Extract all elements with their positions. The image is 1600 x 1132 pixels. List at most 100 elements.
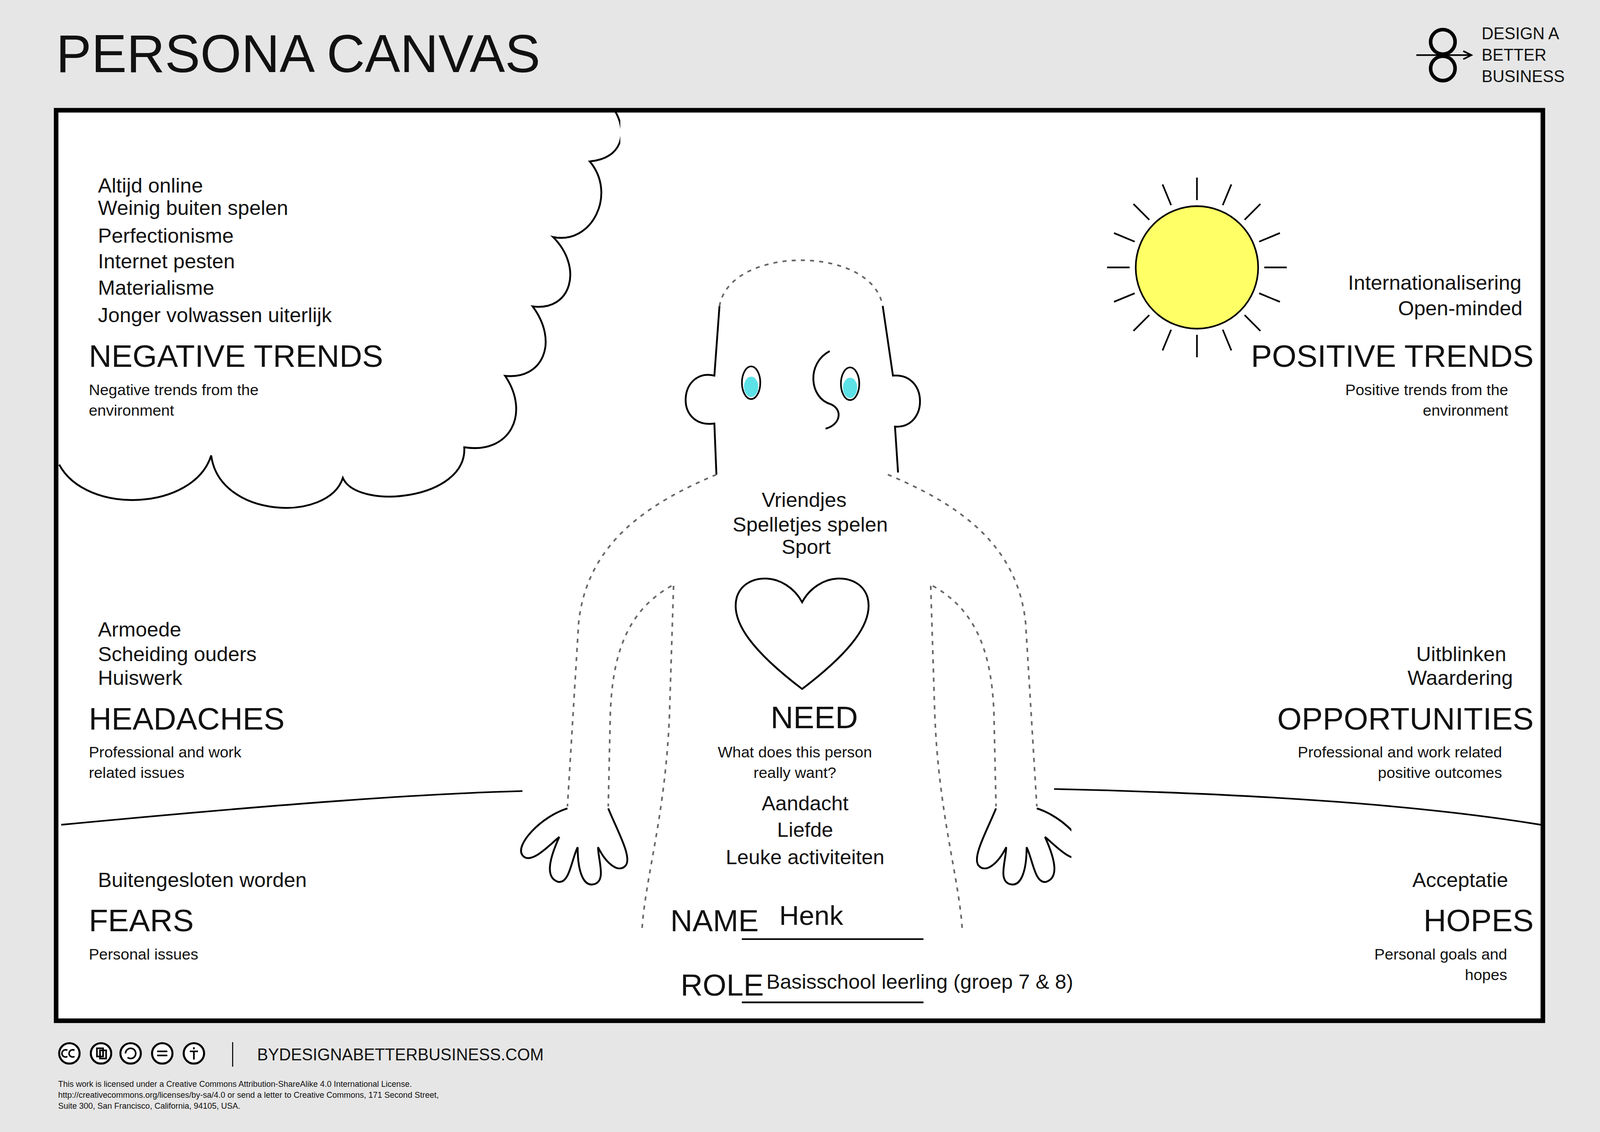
text-slot: NAME — [670, 902, 759, 939]
text-slot: Positive trends from the environment — [1293, 379, 1509, 421]
canvas-label: HOPES — [1423, 901, 1534, 940]
text-slot: POSITIVE TRENDS — [1251, 337, 1534, 375]
text-slot: Buitengesloten worden — [98, 867, 307, 893]
horizon-line — [1054, 788, 1541, 825]
name-underline — [741, 937, 924, 940]
text-slot: Materialisme — [98, 275, 215, 301]
text-slot: Personal issues — [88, 944, 199, 964]
canvas-label: Henk — [779, 898, 844, 932]
text-slot: Personal goals and hopes — [1356, 943, 1507, 985]
eye-iris — [842, 377, 858, 399]
canvas-label: Waardering — [1407, 665, 1513, 691]
canvas-label: OPPORTUNITIES — [1277, 699, 1534, 738]
text-slot: Waardering — [1407, 665, 1513, 691]
text-slot: OPPORTUNITIES — [1277, 699, 1534, 738]
inner-arm — [607, 585, 672, 806]
node-text: Weinig buiten spelen — [98, 195, 289, 221]
canvas-label: Personal issues — [88, 944, 199, 964]
text-slot: Perfectionisme — [98, 223, 234, 249]
logo-arrow — [1416, 54, 1470, 57]
text-slot: DESIGN A BETTER BUSINESS — [1481, 22, 1580, 88]
canvas-label: Basisschool leerling (groep 7 & 8) — [766, 969, 1074, 994]
node-text: Materialisme — [98, 275, 215, 301]
canvas-label: HEADACHES — [88, 699, 285, 738]
eye — [840, 367, 859, 400]
canvas-label: Internationalisering — [1347, 270, 1522, 296]
canvas-label: Acceptatie — [1412, 867, 1508, 893]
body-side — [520, 474, 717, 931]
text-slot: NEED — [770, 698, 858, 737]
nose — [813, 351, 839, 429]
node-text: Vriendjes — [761, 487, 847, 513]
text-slot: HEADACHES — [88, 699, 285, 738]
text-slot: Scheiding ouders — [98, 641, 257, 667]
horizon-line — [61, 790, 523, 825]
node-text: Altijd online — [98, 173, 203, 198]
body-line — [641, 585, 674, 931]
license-icons — [59, 1042, 205, 1064]
node-text: What does this person really want? — [703, 741, 887, 783]
text-slot: Weinig buiten spelen — [98, 195, 289, 221]
node-text: Jonger volwassen uiterlijk — [98, 302, 333, 328]
text-slot: PERSONA CANVAS — [56, 22, 541, 86]
canvas-label: Professional and work related issues — [88, 741, 272, 783]
canvas-label: NAME — [670, 902, 759, 939]
sun — [1106, 177, 1287, 358]
cloud-line — [59, 111, 621, 508]
text-slot: BYDESIGNABETTERBUSINESS.COM — [257, 1044, 544, 1065]
logo-symbol — [1416, 29, 1472, 81]
sun-rays — [1106, 177, 1287, 358]
node-text: Internet pesten — [98, 249, 235, 274]
canvas-label: Professional and work related positive o… — [1278, 741, 1502, 783]
text-slot: Henk — [779, 898, 844, 932]
footer-divider — [232, 1041, 234, 1067]
canvas-title: PERSONA CANVAS — [56, 22, 541, 86]
node-text: Aandacht — [761, 790, 849, 816]
head-top — [719, 259, 883, 307]
logo-loop — [1430, 56, 1456, 81]
text-slot: HOPES — [1423, 901, 1534, 940]
node-text: Negative trends from the environment — [88, 379, 304, 421]
text-slot: Open-minded — [1397, 296, 1523, 321]
canvas-label: POSITIVE TRENDS — [1251, 337, 1534, 375]
eye-iris — [743, 376, 759, 398]
hand — [520, 808, 628, 885]
text-slot: Huiswerk — [98, 665, 183, 691]
head-left — [685, 306, 720, 475]
canvas-label: Buitengesloten worden — [98, 867, 307, 893]
node-text: NEGATIVE TRENDS — [88, 337, 384, 375]
canvas-label: Open-minded — [1397, 296, 1523, 321]
logo-loop — [1430, 29, 1456, 55]
text-slot: What does this person really want? — [703, 741, 887, 783]
text-slot: This work is licensed under a Creative C… — [58, 1078, 460, 1112]
text-slot: Negative trends from the environment — [88, 379, 304, 421]
text-slot: Spelletjes spelen — [732, 512, 888, 537]
canvas-label: Uitblinken — [1416, 641, 1507, 667]
canvas-label: Personal goals and hopes — [1356, 943, 1507, 985]
text-slot: Leuke activiteiten — [725, 844, 885, 870]
cc-icon — [90, 1042, 112, 1064]
text-slot: Professional and work related issues — [88, 741, 272, 783]
canvas-label: Huiswerk — [98, 665, 183, 691]
node-text: Liefde — [777, 817, 834, 842]
text-slot: Uitblinken — [1416, 641, 1507, 667]
text-slot: Professional and work related positive o… — [1278, 741, 1502, 783]
text-slot: NEGATIVE TRENDS — [88, 337, 384, 375]
canvas-label: Positive trends from the environment — [1293, 379, 1509, 421]
cloud-shape: Altijd onlineWeinig buiten spelenPerfect… — [56, 110, 621, 519]
text-slot: Basisschool leerling (groep 7 & 8) — [766, 969, 1074, 994]
text-slot: Vriendjes — [761, 487, 847, 513]
canvas-label: Scheiding ouders — [98, 641, 257, 667]
cc-icon-mark — [62, 1046, 198, 1060]
text-slot: Altijd online — [98, 173, 203, 198]
node-text: Spelletjes spelen — [732, 512, 888, 537]
head-right — [882, 306, 920, 473]
outer-arm — [567, 474, 717, 806]
canvas-frame — [56, 110, 1543, 1021]
body-side — [887, 474, 1072, 931]
text-slot: FEARS — [88, 901, 194, 940]
text-slot: Sport — [781, 534, 832, 560]
text-slot: Liefde — [777, 817, 834, 842]
text-slot: ROLE — [680, 966, 764, 1003]
canvas-label: DESIGN A BETTER BUSINESS — [1481, 22, 1580, 88]
